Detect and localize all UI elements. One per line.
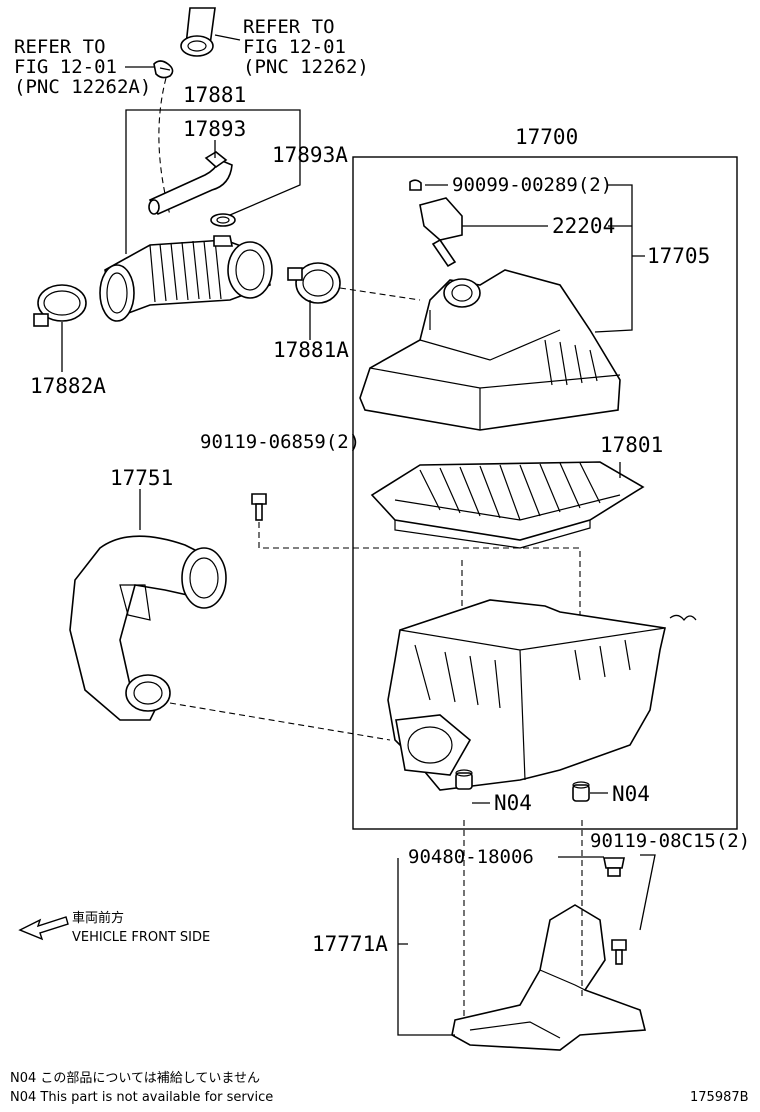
- leader-refer-right: [214, 34, 241, 41]
- leader-17771a: [397, 858, 455, 1036]
- clip-12262a-drawing: [153, 60, 174, 79]
- refer-right-line2: FIG 12-01: [243, 36, 346, 58]
- label-17881: 17881: [183, 83, 246, 107]
- lower-case-drawing: [387, 599, 697, 791]
- label-17751: 17751: [110, 466, 173, 490]
- dash-duct-to-case: [169, 702, 391, 741]
- label-17893a: 17893A: [272, 143, 348, 167]
- label-90119-06859: 90119-06859(2): [200, 431, 360, 453]
- refer-left-line2: FIG 12-01: [14, 56, 117, 78]
- note-en: N04 This part is not available for servi…: [10, 1090, 273, 1105]
- clip-17893a-drawing: [210, 213, 236, 227]
- front-arrow-icon: [18, 916, 69, 941]
- note-jp: N04 この部品については補給していません: [10, 1071, 260, 1086]
- label-n04-left: N04: [494, 791, 532, 815]
- bushing-n04-left-drawing: [455, 769, 473, 790]
- label-17705: 17705: [647, 244, 710, 268]
- bolt-90119-08c15-drawing: [611, 939, 627, 965]
- label-17881a: 17881A: [273, 338, 349, 362]
- assembly-frame-17700: [352, 156, 738, 830]
- label-17893: 17893: [183, 117, 246, 141]
- leader-17881: [125, 109, 301, 254]
- airflow-meter-22204-drawing: [409, 179, 463, 268]
- upper-case-17705-drawing: [359, 269, 621, 431]
- label-n04-right: N04: [612, 782, 650, 806]
- label-22204: 22204: [552, 214, 615, 238]
- refer-right-line1: REFER TO: [243, 16, 335, 38]
- front-label-en: VEHICLE FRONT SIDE: [72, 930, 210, 945]
- dash-clamp-to-case: [339, 287, 421, 301]
- label-90119-08c15: 90119-08C15(2): [590, 830, 750, 852]
- clamp-17882a-drawing: [33, 284, 87, 327]
- front-label-jp: 車両前方: [72, 910, 124, 926]
- figure-id: 175987B: [690, 1090, 749, 1105]
- refer-left-line3: (PNC 12262A): [14, 76, 151, 98]
- label-17700: 17700: [515, 125, 578, 149]
- dash-bolt-to-case: [258, 522, 581, 640]
- bushing-n04-right-drawing: [572, 781, 590, 802]
- label-90480-18006: 90480-18006: [408, 846, 534, 868]
- bolt-90119-06859-drawing: [251, 493, 267, 521]
- label-90099-00289: 90099-00289(2): [452, 174, 612, 196]
- inlet-duct-17751-drawing: [69, 535, 227, 721]
- breather-hose-17893-drawing: [148, 151, 233, 216]
- clamp-17881a-drawing: [287, 262, 341, 304]
- leader-17705-tick: [608, 225, 645, 257]
- refer-left-line1: REFER TO: [14, 36, 106, 58]
- label-17882a: 17882A: [30, 374, 106, 398]
- grommet-90480-drawing: [603, 857, 625, 877]
- leader-90119-08c15: [639, 854, 656, 931]
- hose-12262-drawing: [180, 7, 216, 57]
- refer-right-line3: (PNC 12262): [243, 56, 369, 78]
- label-17771a: 17771A: [312, 932, 388, 956]
- bracket-17771a-drawing: [451, 904, 647, 1051]
- filter-element-17801-drawing: [370, 461, 645, 549]
- label-17801: 17801: [600, 433, 663, 457]
- intake-hose-17881-drawing: [99, 235, 273, 322]
- leader-17705: [594, 184, 633, 333]
